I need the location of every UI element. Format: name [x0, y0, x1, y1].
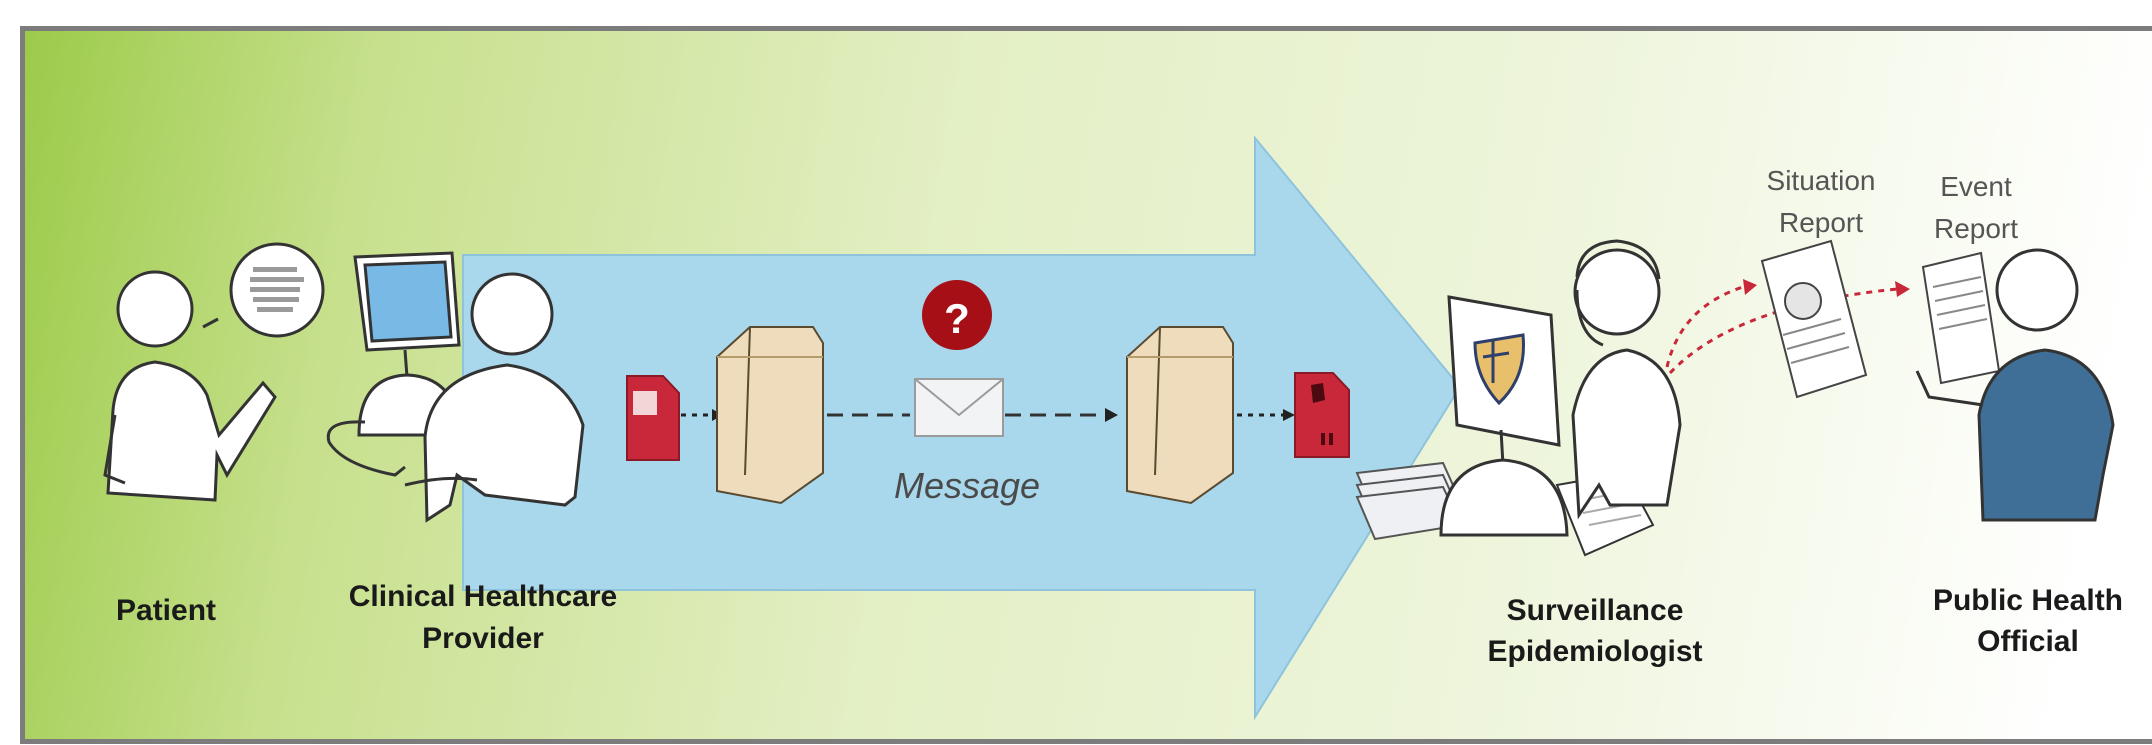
question-mark-text: ? — [944, 295, 970, 342]
event-report-label-line2: Report — [1933, 213, 2019, 244]
workflow-scene — [103, 135, 2115, 721]
provider-label-line2: Provider — [422, 622, 544, 655]
situation-report-label-line1: Situation — [1766, 165, 1876, 196]
receiver-server-icon — [1126, 326, 1234, 505]
event-report-document-icon — [1921, 251, 2001, 385]
epidemiologist-monitor-icon — [1439, 295, 1569, 537]
provider-computer-icon — [326, 251, 462, 477]
epidemiologist-figure — [1571, 239, 1682, 520]
situation-report-document-icon — [1760, 239, 1868, 399]
speech-bubble-scribble — [250, 267, 304, 312]
sender-server-icon — [716, 326, 824, 505]
envelope-icon — [914, 378, 1004, 437]
incoming-report-icon — [1294, 372, 1350, 458]
paper-stack-icon — [1355, 461, 1463, 541]
situation-report-arrow — [1665, 285, 1744, 368]
epidemiologist-label-line2: Epidemiologist — [1487, 635, 1703, 668]
outgoing-report-icon — [626, 375, 680, 461]
diagram-frame: Patient Clinical Healthcare Provider Mes… — [20, 26, 2152, 744]
event-report-arrow — [1668, 287, 1898, 375]
provider-figure — [404, 272, 585, 523]
patient-figure — [103, 270, 277, 502]
epidemiologist-label-line1: Surveillance — [1506, 594, 1684, 627]
question-badge-icon — [922, 280, 992, 350]
patient-label: Patient — [116, 594, 217, 627]
provider-label-line1: Clinical Healthcare — [348, 580, 618, 613]
official-label-line1: Public Health — [1932, 584, 2124, 617]
official-label-line2: Official — [1977, 625, 2079, 658]
official-figure — [1915, 248, 2115, 522]
event-report-label-line1: Event — [1940, 171, 2012, 202]
message-label: Message — [894, 465, 1041, 506]
situation-report-label-line2: Report — [1778, 207, 1864, 238]
